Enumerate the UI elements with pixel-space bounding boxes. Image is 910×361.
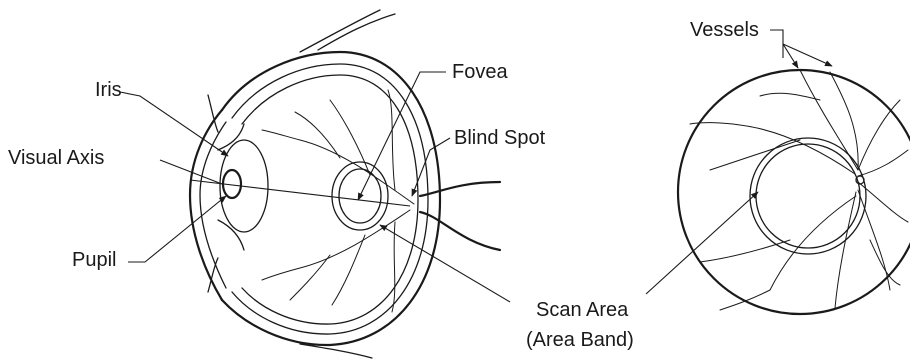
- fundus-vessel: [700, 240, 790, 262]
- eye-vessel: [295, 112, 340, 158]
- label-scan-area-subtitle: (Area Band): [526, 330, 634, 350]
- retina-fundus-view: [678, 70, 910, 314]
- label-fovea: Fovea: [452, 62, 508, 82]
- fundus-vessel: [710, 140, 800, 170]
- upper-muscle: [300, 10, 380, 52]
- label-blind-spot: Blind Spot: [454, 128, 545, 148]
- optic-nerve-lower: [420, 212, 500, 250]
- fundus-scan-band-inner: [756, 144, 860, 248]
- eye-vessel: [388, 90, 395, 190]
- fundus-vessel: [760, 93, 820, 100]
- label-scan-area: Scan Area: [536, 300, 628, 320]
- scan-area-leader-left: [380, 225, 510, 302]
- eye-vessel: [290, 255, 330, 300]
- sclera-outline: [222, 52, 440, 345]
- eye-vessel: [262, 130, 414, 204]
- label-iris: Iris: [95, 80, 122, 100]
- optic-nerve-upper: [420, 182, 500, 196]
- fundus-vessel: [830, 72, 858, 170]
- eye-vessel: [262, 210, 410, 280]
- visual-axis-line: [190, 180, 410, 206]
- fundus-circle: [678, 70, 910, 314]
- upper-muscle-b: [318, 14, 395, 50]
- cornea: [190, 110, 222, 300]
- label-pupil: Pupil: [72, 250, 116, 270]
- fundus-vessel: [770, 196, 856, 290]
- fundus-vessel: [800, 70, 858, 170]
- label-visual-axis: Visual Axis: [8, 148, 104, 168]
- eye-vessel: [332, 235, 365, 305]
- label-vessels: Vessels: [690, 20, 759, 40]
- scan-area-leader-right: [646, 192, 758, 294]
- eye-vessel: [392, 222, 395, 312]
- vessels-leader-bracket: [770, 30, 783, 58]
- lower-muscle: [300, 344, 372, 358]
- fundus-vessel: [858, 150, 908, 176]
